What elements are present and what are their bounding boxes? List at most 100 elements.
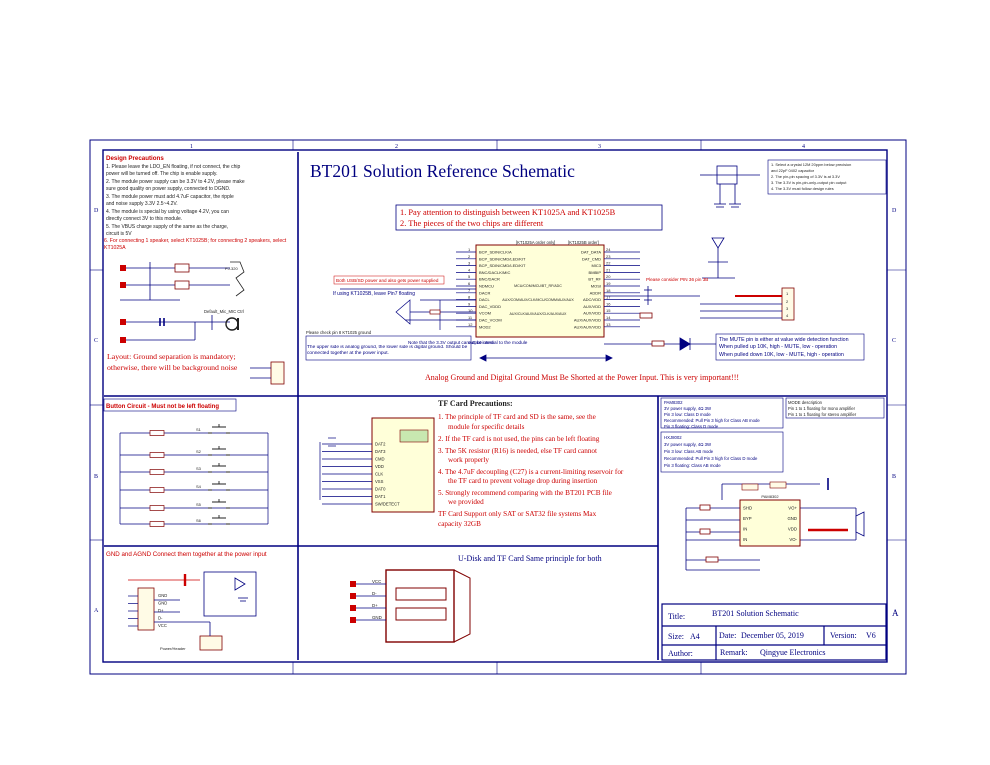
button-resistor: [149, 452, 165, 458]
gnd-pin-name: GND: [158, 601, 167, 606]
sd-red-note-box: [333, 275, 445, 285]
chip-left-pin-number: 6: [468, 281, 471, 286]
amp-ic-top: [769, 481, 787, 489]
crystal-note: and 22pF 0402 capacitor: [771, 168, 815, 173]
amp1-line: PAM8302: [664, 400, 683, 405]
mute-circuit: [604, 286, 716, 351]
tf-line: we provided: [448, 498, 484, 506]
chip-left-pin-name: DACL: [479, 297, 490, 302]
ground-warning: Analog Ground and Digital Ground Must Be…: [425, 373, 739, 382]
crystal-note: 4. The 3.3V must follow design rules: [771, 186, 834, 191]
button-switch: [208, 463, 230, 473]
tf-pin-name: CMD: [375, 457, 385, 462]
chip-right-pin-name: DAT_DATA: [581, 250, 601, 255]
tf-pin-name: VSS: [375, 479, 384, 484]
amp-ic-top: [741, 483, 759, 491]
usb-pin-name: VCC: [372, 579, 381, 584]
design-line: 3. The module power must add 4.7uF capac…: [106, 194, 234, 200]
amp2-line: 3V power supply, 4Ω 3W: [664, 442, 712, 447]
amp1-line: Pin 3 floating: Class D mode: [664, 424, 719, 429]
chip-header-left: [KT1025A order only]: [516, 240, 555, 245]
tb-size-value: A4: [690, 632, 700, 641]
usb-pin-name: GND: [372, 615, 382, 620]
tb-version-label: Version:: [830, 631, 857, 640]
row-label-b-right: B: [892, 474, 896, 480]
button-switch: [208, 499, 230, 509]
tf-line: TF Card Support only SAT or SAT32 file s…: [438, 510, 597, 518]
button-label: S6: [196, 518, 202, 523]
chip-right-pin-name: DAT_CMD: [582, 256, 601, 261]
pin8-note: Please check pin 8 KT1025 ground: [306, 330, 372, 335]
chip-right-pin-number: 21: [606, 267, 611, 272]
button-resistor: [149, 487, 165, 493]
design-line: 5. The VBUS charge supply of the same as…: [106, 224, 228, 230]
col-label-3: 3: [598, 144, 601, 150]
column-markers: 1 2 3 4 D C B A D C B A: [90, 140, 906, 674]
tf-line: module for specific details: [448, 423, 525, 431]
usb-pin-port: [350, 593, 356, 599]
chip-left-pin-name: BNC/DACLK/MIC: [479, 270, 510, 275]
design-line: 4. The module is special by using voltag…: [106, 209, 229, 215]
output-header: 1 2 3 4: [700, 287, 795, 321]
tf-line: capacity 32GB: [438, 520, 481, 528]
tf-line: 1. The principle of TF card and SD is th…: [438, 413, 596, 421]
header-pin: 1: [786, 291, 789, 296]
crystal-note: 2. The pin-pin spacing of 3.3V is at 3.3…: [771, 174, 840, 179]
mute-note-box: [715, 333, 865, 361]
mic-label: Default_Mic_MIC Ctrl: [204, 309, 244, 314]
jack-label: PJ-320: [225, 266, 238, 271]
amp2-line: Recommended: Pull Pin 3 high for Class D…: [664, 456, 758, 461]
gnd-circuit: [128, 571, 257, 651]
outer-frame: [89, 139, 907, 675]
chip-right-pin-name: AUX/AUX/VDD: [574, 318, 601, 323]
chip-right-pin-number: 19: [606, 281, 611, 286]
button-switch: [208, 515, 230, 525]
mute-note: When pulled up 10K, high - MUTE, low - o…: [719, 344, 837, 350]
usb-pin-name: D+: [372, 603, 378, 608]
headphone-jack-circuit: [120, 261, 245, 301]
button-label: S3: [196, 466, 202, 471]
chip-right-pin-number: 23: [606, 254, 611, 259]
design-line: and noise supply 3.3V 2.5~4.2V.: [106, 201, 178, 207]
row-label-c: C: [94, 338, 98, 344]
to-module-note: output internal to the module: [468, 340, 528, 345]
chip-right-pin-number: 16: [606, 301, 611, 306]
tf-line: the TF card to prevent voltage drop duri…: [448, 477, 598, 485]
chip-left-pin-name: VCOM: [479, 311, 491, 316]
tb-date-value: December 05, 2019: [741, 631, 804, 640]
chip-right-pin-number: 13: [606, 322, 611, 327]
design-line: 1. Please leave the LDO_EN floating, if …: [106, 164, 240, 170]
button-label: S4: [196, 484, 202, 489]
tb-author-label: Author:: [668, 649, 693, 658]
amp2-line: Pin 3 low: Class AB mode: [664, 449, 714, 454]
amp1-line: Pin 3 low: Class D mode: [664, 412, 711, 417]
inner-frame: [102, 149, 888, 663]
chip-right-pin-name: ADDR: [590, 290, 601, 295]
tf-line: 3. The 5K resistor (R16) is needed, else…: [438, 447, 597, 455]
tf-line: 4. The 4.7uF decoupling (C27) is a curre…: [438, 468, 624, 476]
chip-left-pin-number: 12: [468, 322, 473, 327]
chip-left-pin-name: MOD2: [479, 324, 491, 329]
amp1-line: Recommended: Pull Pin 3 high for Class A…: [664, 418, 760, 423]
button-label: S2: [196, 449, 202, 454]
gnd-pin-name: GND: [158, 593, 167, 598]
attention-line-2: 2. The pieces of the two chips are diffe…: [400, 219, 544, 228]
chip-right-pin-name: BT_RF: [588, 277, 601, 282]
chip-center-label: MCU/COM/MCU/BT_RF/ADC: [514, 284, 562, 288]
power-header-label: Power/Header: [160, 646, 186, 651]
tf-pin-name: DAT2: [375, 442, 386, 447]
mute-note: When pulled down 10K, low - MUTE, high -…: [719, 352, 844, 358]
header-pin: 4: [786, 313, 789, 318]
chip-left-wiring: [340, 288, 476, 330]
pa-warning: Please consider PIN 36 pin 3B: [646, 277, 708, 282]
gnd-heading: GND and AGND Connect them together at th…: [106, 551, 267, 558]
row-label-c-right: C: [892, 338, 896, 344]
chip-left-pin-number: 2: [468, 254, 471, 259]
arrow-line: [479, 354, 613, 362]
chip-left-pin-name: DAC_VCOM: [479, 318, 502, 323]
usb-pin-port: [350, 605, 356, 611]
